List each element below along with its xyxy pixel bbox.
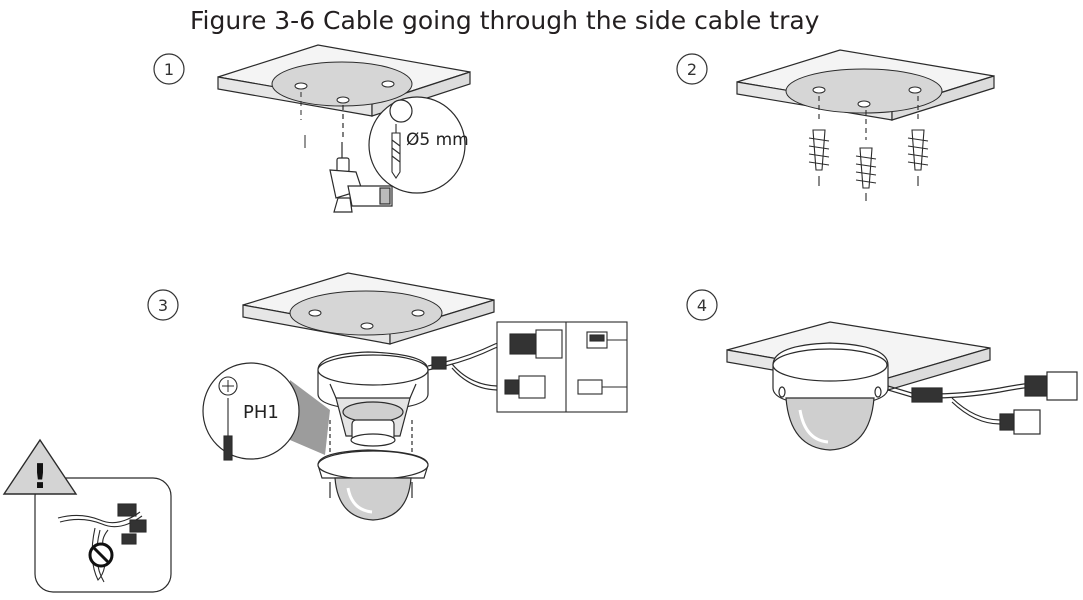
expansion-anchor-right bbox=[907, 96, 929, 186]
ceiling-board-2 bbox=[736, 49, 995, 121]
step-2: 2 bbox=[676, 49, 995, 201]
cable-assembly bbox=[427, 339, 516, 391]
ceiling-board-1 bbox=[217, 44, 471, 148]
warning-panel: ! bbox=[2, 438, 172, 593]
figure-title: Figure 3-6 Cable going through the side … bbox=[190, 6, 820, 35]
step-1: 1 bbox=[153, 44, 471, 213]
tangled-cable-illustration bbox=[57, 503, 147, 583]
step-3-badge bbox=[147, 289, 179, 321]
step-4: 4 bbox=[686, 289, 1078, 451]
cable-assembly-4 bbox=[887, 371, 1078, 435]
drill-icon bbox=[329, 105, 393, 213]
warning-triangle-icon: ! bbox=[2, 438, 78, 497]
step-3-number: 3 bbox=[158, 296, 168, 315]
ethernet-connector-icon bbox=[509, 329, 627, 359]
connector-detail-box bbox=[496, 321, 628, 413]
power-connector-icon bbox=[504, 375, 627, 399]
step-4-badge bbox=[686, 289, 718, 321]
screwdriver-callout: PH1 bbox=[202, 362, 330, 461]
drill-bit-icon bbox=[391, 124, 401, 179]
expansion-anchor-left bbox=[808, 96, 830, 186]
prohibited-icon bbox=[88, 542, 114, 568]
step-2-badge bbox=[676, 53, 708, 85]
expansion-anchor-middle bbox=[855, 110, 877, 201]
dome-cover bbox=[317, 420, 429, 521]
step-1-number: 1 bbox=[164, 60, 174, 79]
step-3: 3 bbox=[147, 272, 628, 521]
camera-base bbox=[317, 351, 429, 447]
step-4-number: 4 bbox=[697, 296, 707, 315]
ceiling-board-3 bbox=[242, 272, 495, 345]
step-2-number: 2 bbox=[687, 60, 697, 79]
step-1-badge bbox=[153, 53, 185, 85]
drill-size-label: Ø5 mm bbox=[406, 130, 469, 150]
installed-camera bbox=[772, 342, 889, 451]
screwdriver-icon bbox=[223, 398, 233, 461]
mount-plate-3 bbox=[289, 290, 443, 336]
mount-plate-2 bbox=[785, 68, 943, 114]
screwdriver-size-label: PH1 bbox=[243, 402, 279, 423]
mount-plate-1 bbox=[271, 61, 413, 107]
warning-symbol: ! bbox=[32, 457, 48, 497]
drill-bit-callout: Ø5 mm bbox=[368, 96, 469, 194]
